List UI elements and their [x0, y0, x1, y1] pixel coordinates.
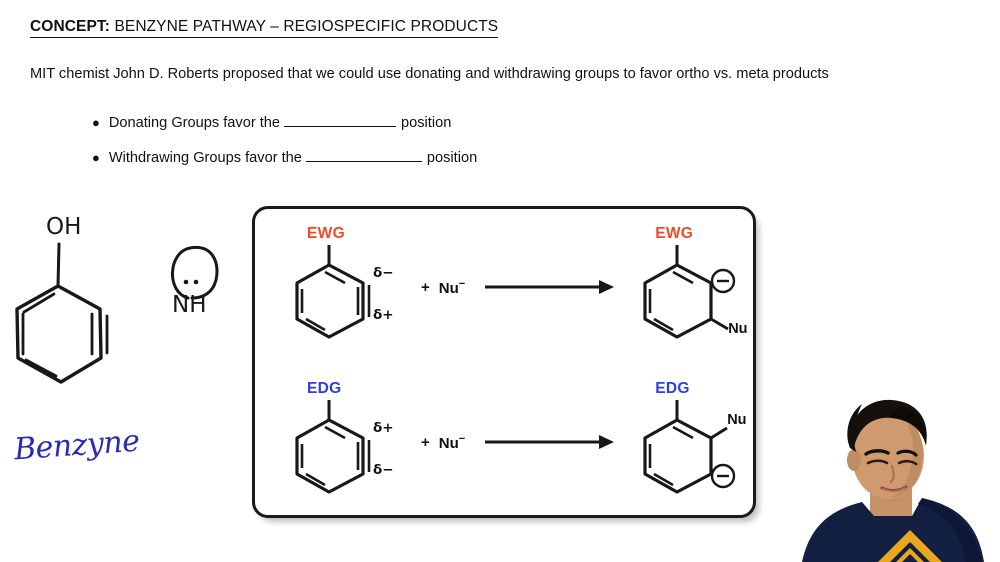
instructor-video-frame [770, 390, 1000, 562]
reaction-scheme-panel: EWG δ− δ+ + Nu− [252, 206, 756, 518]
bullet-withdrawing-groups: ● Withdrawing Groups favor the position [92, 149, 477, 166]
nucleophile-reagent-ewg: Nu− [439, 278, 465, 297]
reaction-arrow-ewg [483, 276, 615, 298]
nucleophile-reagent-edg-charge: − [458, 432, 466, 445]
delta-positive-edg: δ+ [373, 420, 394, 436]
nucleophile-reagent-ewg-charge: − [458, 277, 466, 290]
bullet-donating-groups: ● Donating Groups favor the position [92, 114, 451, 131]
delta-negative-edg: δ− [373, 462, 394, 478]
product-structure-ewg-meta: EWG Nu [627, 221, 767, 353]
concept-title-text: BENZYNE PATHWAY – REGIOSPECIFIC PRODUCTS [110, 18, 499, 35]
lone-pair-dot [193, 279, 199, 285]
page-title: CONCEPT: BENZYNE PATHWAY – REGIOSPECIFIC… [30, 18, 499, 38]
handdrawn-nh-label: NH [172, 292, 207, 318]
bullet-dot-icon: ● [92, 150, 100, 165]
ortho-product-ring-icon [643, 400, 736, 494]
edg-label-product: EDG [655, 380, 690, 397]
lone-pair-dot [183, 279, 189, 285]
delta-negative-ewg: δ− [373, 265, 394, 281]
handwriting-benzyne-label: Benzyne [12, 423, 141, 468]
benzyne-structure-ewg-icon [295, 245, 371, 339]
intro-paragraph: MIT chemist John D. Roberts proposed tha… [30, 66, 829, 82]
handdrawn-amide-anion-icon: NH [171, 245, 219, 318]
ewg-label-reactant: EWG [307, 225, 345, 242]
bullet-withdrawing-text-before: Withdrawing Groups favor the [108, 150, 302, 166]
benzyne-structure-edg-icon [295, 400, 371, 494]
handdrawn-benzyne-ring-icon: OH [15, 214, 109, 384]
bullet-donating-blank[interactable] [284, 114, 397, 127]
bullet-donating-text-before: Donating Groups favor the [108, 115, 281, 131]
nucleophile-reagent-ewg-text: Nu [438, 279, 459, 297]
ewg-label-product: EWG [655, 225, 694, 242]
bullet-withdrawing-blank[interactable] [305, 149, 422, 162]
benzyne-reactant-edg: EDG δ+ δ− [277, 376, 409, 508]
nucleophile-reagent-edg-text: Nu [438, 434, 459, 452]
concept-keyword: CONCEPT: [30, 18, 111, 35]
reaction-arrow-edg [483, 431, 615, 453]
bullet-dot-icon: ● [92, 115, 100, 130]
handdrawn-oh-label: OH [46, 214, 81, 240]
plus-sign-ewg: + [421, 278, 430, 296]
nucleophile-reagent-edg: Nu− [439, 433, 465, 452]
product-structure-edg-ortho: EDG Nu [627, 376, 767, 508]
nucleophile-product-edg: Nu [727, 412, 747, 428]
instructor-webcam-overlay[interactable] [770, 390, 1000, 562]
meta-product-ring-icon [643, 245, 736, 339]
reaction-row-ewg: EWG δ− δ+ + Nu− [255, 217, 753, 357]
nucleophile-product-ewg: Nu [728, 321, 748, 337]
delta-positive-ewg: δ+ [373, 307, 394, 323]
bullet-donating-text-after: position [401, 115, 452, 131]
bullet-withdrawing-text-after: position [426, 150, 478, 166]
edg-label-reactant: EDG [307, 380, 342, 397]
plus-sign-edg: + [421, 433, 430, 451]
benzyne-reactant-ewg: EWG δ− δ+ [277, 221, 409, 353]
reaction-row-edg: EDG δ+ δ− + Nu− [255, 372, 753, 512]
